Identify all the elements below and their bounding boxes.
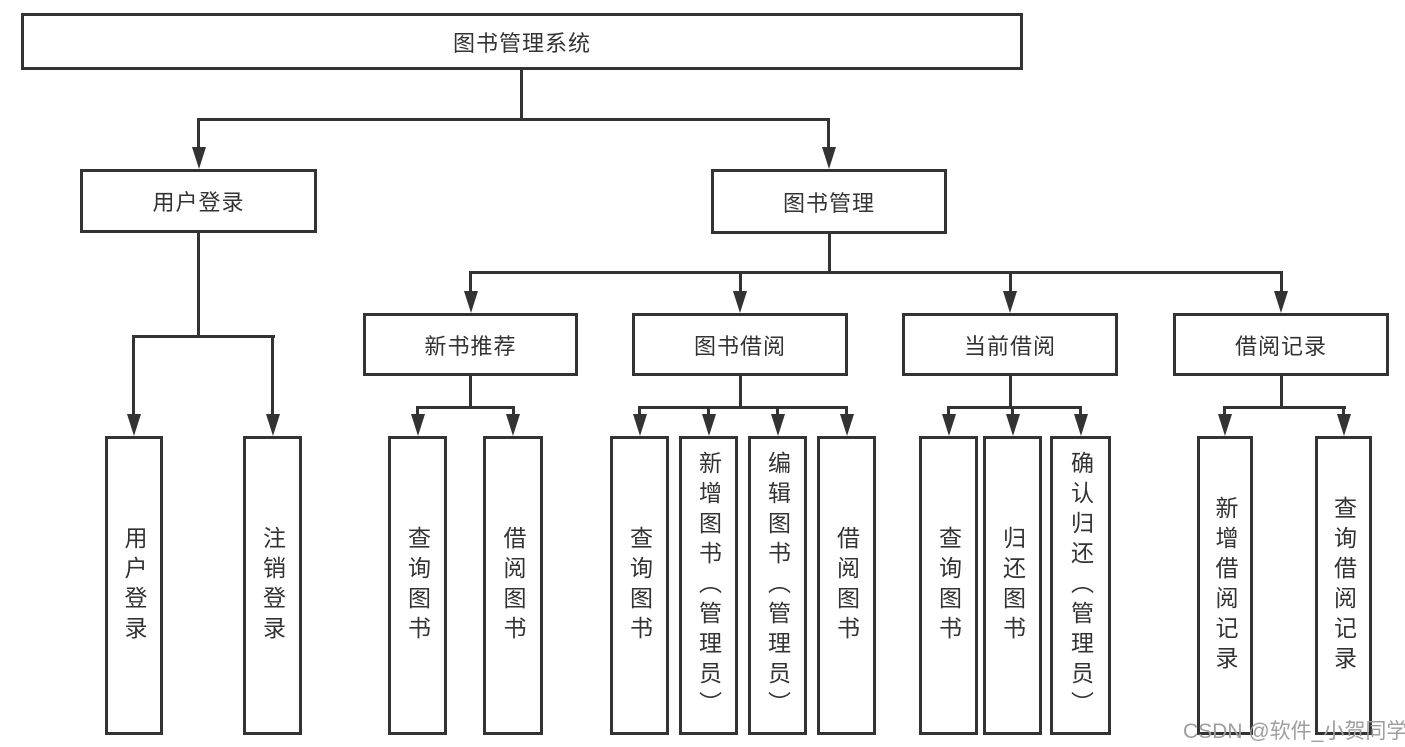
node-new-book-recommend-label: 新书推荐 <box>424 333 517 359</box>
connector-vline <box>197 121 200 151</box>
leaf-borrow-books-recommend-label: 借阅图书 <box>500 525 526 646</box>
node-borrow-record: 借阅记录 <box>1173 313 1389 376</box>
leaf-borrow-books-label: 借阅图书 <box>833 525 860 646</box>
connector-vline <box>520 70 523 120</box>
arrowhead-down-icon <box>1218 414 1232 436</box>
leaf-add-books-admin-label: 新增图书（管理员） <box>695 450 722 721</box>
leaf-borrow-books-recommend: 借阅图书 <box>483 436 543 735</box>
leaf-logout-label: 注销登录 <box>259 525 286 646</box>
node-book-borrow-label: 图书借阅 <box>693 333 786 359</box>
arrowhead-down-icon <box>1274 291 1288 313</box>
leaf-query-books-current: 查询图书 <box>919 436 978 735</box>
connector-vline <box>197 233 200 335</box>
arrowhead-down-icon <box>506 414 520 436</box>
connector-hline <box>197 118 830 121</box>
leaf-logout: 注销登录 <box>243 436 302 735</box>
leaf-borrow-books: 借阅图书 <box>817 436 876 735</box>
leaf-return-books-label: 归还图书 <box>999 525 1026 646</box>
connector-vline <box>827 121 830 151</box>
connector-vline <box>469 274 472 296</box>
node-book-borrow: 图书借阅 <box>632 313 848 376</box>
arrowhead-down-icon <box>702 414 716 436</box>
leaf-confirm-return-admin-label: 确认归还（管理员） <box>1067 450 1094 721</box>
connector-vline <box>1280 274 1283 296</box>
node-root-label: 图书管理系统 <box>452 30 591 56</box>
arrowhead-down-icon <box>633 414 647 436</box>
arrowhead-down-icon <box>840 414 854 436</box>
arrowhead-down-icon <box>1003 291 1017 313</box>
leaf-add-borrow-record: 新增借阅记录 <box>1197 436 1253 735</box>
node-book-management-label: 图书管理 <box>782 190 875 216</box>
leaf-add-borrow-record-label: 新增借阅记录 <box>1212 495 1238 676</box>
arrowhead-down-icon <box>266 414 280 436</box>
leaf-return-books: 归还图书 <box>983 436 1042 735</box>
connector-hline <box>638 406 848 409</box>
connector-hline <box>1223 406 1346 409</box>
arrowhead-down-icon <box>127 414 141 436</box>
leaf-query-books-current-label: 查询图书 <box>935 525 962 646</box>
node-new-book-recommend: 新书推荐 <box>363 313 578 376</box>
arrowhead-down-icon <box>1006 414 1020 436</box>
arrowhead-down-icon <box>733 291 747 313</box>
connector-vline <box>828 234 831 271</box>
node-current-borrow: 当前借阅 <box>902 313 1118 376</box>
leaf-edit-books-admin-label: 编辑图书（管理员） <box>764 450 791 721</box>
connector-vline <box>1009 376 1012 406</box>
connector-vline <box>469 376 472 406</box>
node-root: 图书管理系统 <box>21 13 1023 70</box>
connector-vline <box>271 338 274 420</box>
connector-hline <box>947 406 1082 409</box>
connector-vline <box>1280 376 1283 406</box>
leaf-confirm-return-admin: 确认归还（管理员） <box>1050 436 1111 735</box>
node-user-login: 用户登录 <box>80 169 317 233</box>
connector-vline <box>1009 274 1012 296</box>
arrowhead-down-icon <box>1337 414 1351 436</box>
leaf-query-books-borrow-label: 查询图书 <box>626 525 653 646</box>
arrowhead-down-icon <box>822 147 836 169</box>
arrowhead-down-icon <box>192 147 206 169</box>
leaf-edit-books-admin: 编辑图书（管理员） <box>748 436 807 735</box>
leaf-query-borrow-record: 查询借阅记录 <box>1315 436 1372 735</box>
arrowhead-down-icon <box>1074 414 1088 436</box>
connector-vline <box>739 274 742 296</box>
connector-vline <box>739 376 742 406</box>
leaf-add-books-admin: 新增图书（管理员） <box>679 436 738 735</box>
leaf-user-login: 用户登录 <box>105 436 163 735</box>
connector-hline <box>132 335 275 338</box>
node-current-borrow-label: 当前借阅 <box>963 333 1056 359</box>
node-borrow-record-label: 借阅记录 <box>1234 333 1327 359</box>
connector-hline <box>469 271 1283 274</box>
connector-hline <box>416 406 515 409</box>
csdn-watermark: CSDN @软件_小贺同学 <box>1183 720 1405 743</box>
leaf-query-books-recommend-label: 查询图书 <box>404 525 431 646</box>
leaf-query-books-recommend: 查询图书 <box>388 436 447 735</box>
leaf-query-books-borrow: 查询图书 <box>610 436 669 735</box>
arrowhead-down-icon <box>411 414 425 436</box>
arrowhead-down-icon <box>464 291 478 313</box>
arrowhead-down-icon <box>771 414 785 436</box>
leaf-user-login-label: 用户登录 <box>121 525 147 646</box>
node-book-management: 图书管理 <box>711 169 947 234</box>
connector-vline <box>132 338 135 420</box>
arrowhead-down-icon <box>942 414 956 436</box>
node-user-login-label: 用户登录 <box>152 190 245 215</box>
leaf-query-borrow-record-label: 查询借阅记录 <box>1330 495 1357 676</box>
